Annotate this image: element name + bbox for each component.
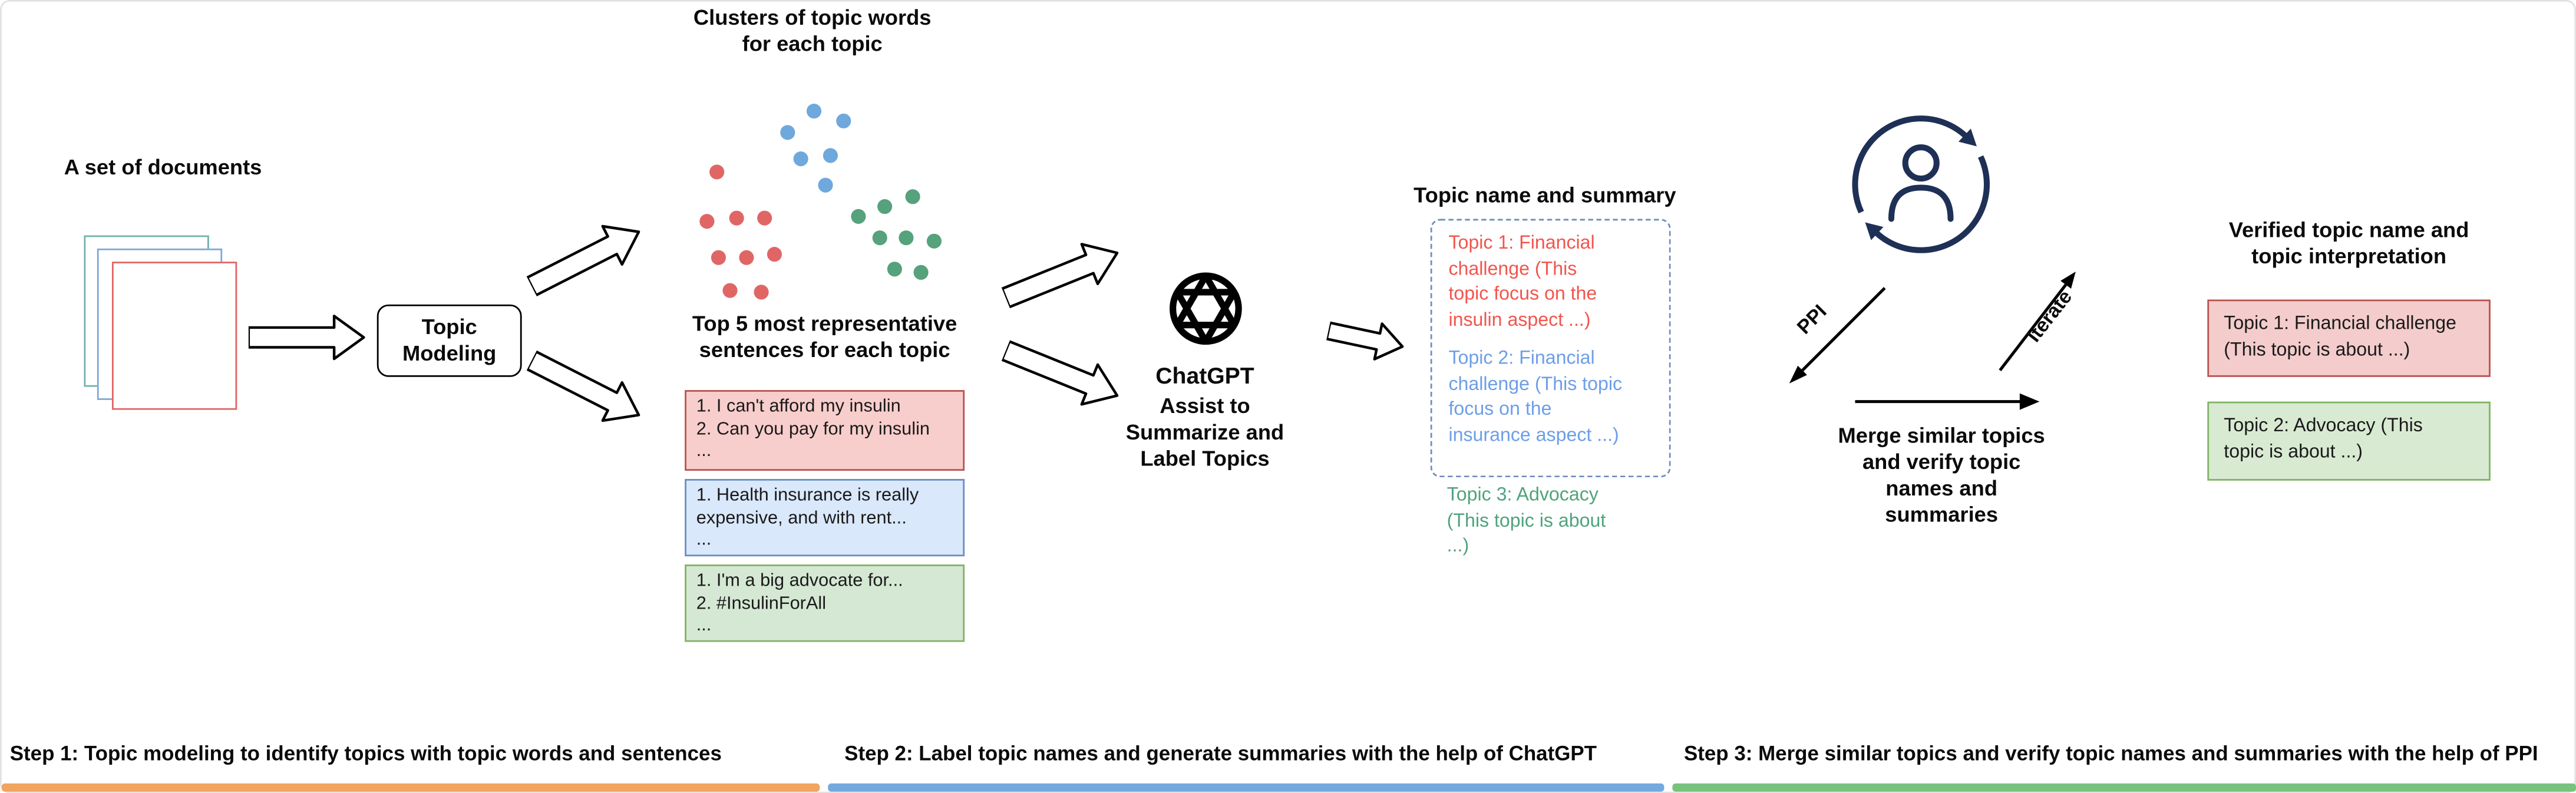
- green-topic-dot: [877, 199, 893, 214]
- blue-topic-dot: [818, 177, 833, 193]
- step2-underline: [828, 783, 1665, 791]
- block-arrow-clusters-to-chatgpt: [1000, 243, 1119, 309]
- green-topic-dot: [887, 262, 902, 277]
- block-arrow-sentences-to-chatgpt: [1000, 340, 1119, 406]
- red-topic-dot: [709, 164, 725, 180]
- summary-topic-2: Topic 2: Financial challenge (This topic…: [1448, 349, 1623, 445]
- blue-topic-dot: [836, 113, 851, 128]
- human-in-loop-icon: [1852, 115, 1990, 253]
- documents-label: A set of documents: [64, 154, 262, 180]
- topic-modeling-label: Topic Modeling: [402, 314, 497, 366]
- red-topic-dot: [722, 283, 738, 298]
- green-topic-dot: [926, 233, 942, 249]
- step3-underline: [1672, 783, 2576, 791]
- sentence-box-topic1: 1. I can't afford my insulin 2. Can you …: [685, 390, 965, 471]
- block-arrow-docs-to-topic-modeling: [248, 315, 365, 361]
- topic-word-clusters: [682, 91, 962, 305]
- chatgpt-caption: Assist to Summarize and Label Topics: [1125, 393, 1284, 471]
- block-arrow-chatgpt-to-summary: [1325, 321, 1404, 361]
- merge-caption: Merge similar topics and verify topic na…: [1838, 422, 2045, 527]
- step1-underline: [1, 783, 820, 791]
- step1-caption: Step 1: Topic modeling to identify topic…: [9, 742, 722, 766]
- iterate-arrow-icon: [1999, 271, 2076, 372]
- step3-caption: Step 3: Merge similar topics and verify …: [1683, 742, 2538, 766]
- sentence-box-topic3: 1. I'm a big advocate for... 2. #Insulin…: [685, 564, 965, 642]
- verified-topic-1-box: Topic 1: Financial challenge (This topic…: [2207, 299, 2491, 377]
- red-topic-dot: [757, 210, 772, 226]
- merge-arrow-icon: [1855, 393, 2040, 410]
- red-topic-dot: [711, 250, 726, 265]
- topic-summary-box: Topic 1: Financial challenge (This topic…: [1430, 219, 1671, 478]
- red-topic-dot: [729, 210, 744, 226]
- verified-title: Verified topic name and topic interpreta…: [2228, 217, 2469, 268]
- red-topic-dot: [739, 250, 754, 265]
- sentence-box-topic2: 1. Health insurance is really expensive,…: [685, 478, 965, 557]
- blue-topic-dot: [806, 104, 822, 119]
- summary-title: Topic name and summary: [1414, 183, 1676, 208]
- blue-topic-dot: [823, 148, 838, 163]
- red-topic-dot: [754, 285, 769, 300]
- topic-modeling-box: Topic Modeling: [377, 304, 522, 377]
- blue-topic-dot: [793, 151, 808, 167]
- step2-caption: Step 2: Label topic names and generate s…: [844, 742, 1597, 766]
- summary-topic-1: Topic 1: Financial challenge (This topic…: [1448, 233, 1597, 331]
- clusters-title: Clusters of topic words for each topic: [693, 5, 932, 56]
- red-topic-dot: [767, 247, 782, 262]
- summary-topic-3: Topic 3: Advocacy (This topic is about .…: [1446, 485, 1606, 557]
- green-topic-dot: [905, 189, 920, 204]
- document-stack-icon: [84, 235, 248, 419]
- block-arrow-to-sentences: [526, 350, 640, 422]
- ppi-arrow-icon: [1789, 287, 1886, 384]
- red-topic-dot: [699, 214, 715, 229]
- block-arrow-to-clusters: [526, 224, 640, 297]
- sentences-title: Top 5 most representative sentences for …: [692, 311, 957, 362]
- chatgpt-logo-icon: [1170, 272, 1242, 345]
- green-topic-dot: [913, 265, 929, 280]
- blue-topic-dot: [780, 125, 795, 140]
- document-sheet-front: [111, 262, 237, 410]
- verified-topic-2-box: Topic 2: Advocacy (This topic is about .…: [2207, 401, 2491, 481]
- green-topic-dot: [899, 230, 914, 246]
- green-topic-dot: [851, 209, 866, 224]
- chatgpt-name: ChatGPT: [1155, 362, 1254, 389]
- green-topic-dot: [872, 230, 887, 246]
